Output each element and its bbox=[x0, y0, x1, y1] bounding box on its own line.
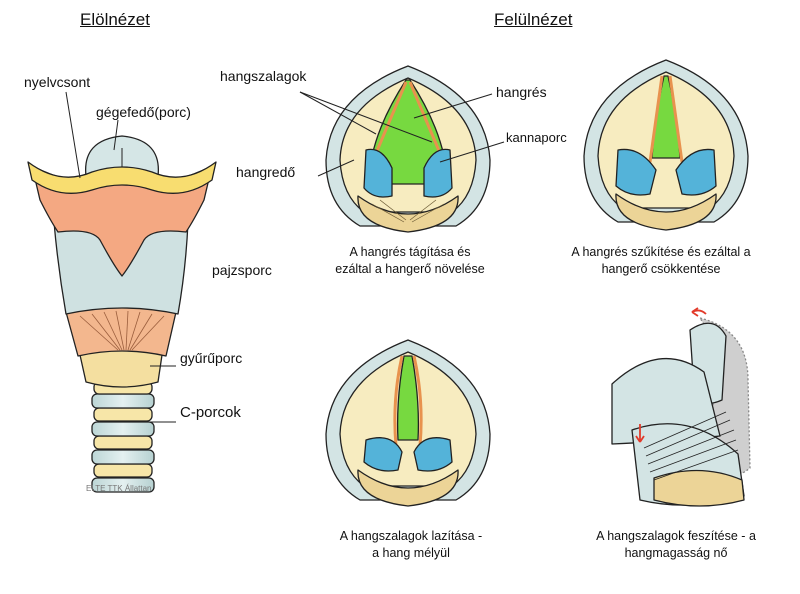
hyoid-shape bbox=[27, 161, 217, 194]
front-leader-lines bbox=[65, 91, 176, 423]
caption-tense: A hangszalagok feszítése - a hangmagassá… bbox=[566, 528, 786, 562]
label-arytenoid: kannaporc bbox=[506, 130, 567, 145]
credit-text: ELTE TTK Állattan bbox=[86, 484, 152, 493]
cricoid-shape bbox=[79, 347, 163, 388]
c-rings-shape bbox=[91, 381, 155, 493]
label-vocal-fold: hangredő bbox=[236, 164, 296, 180]
caption-widen-line1: A hangrés tágítása és bbox=[349, 245, 471, 259]
caption-relax-line2: a hang mélyül bbox=[372, 546, 450, 560]
caption-widen-line2: ezáltal a hangerő növelése bbox=[335, 262, 485, 276]
label-glottis: hangrés bbox=[496, 84, 547, 100]
label-hyoid: nyelvcsont bbox=[24, 74, 91, 90]
label-c-rings: C-porcok bbox=[180, 404, 241, 421]
top-view-widen bbox=[325, 65, 491, 233]
heading-top-view: Felülnézet bbox=[494, 10, 573, 29]
top-leader-lines bbox=[299, 91, 505, 177]
label-thyroid: pajzsporc bbox=[212, 262, 272, 278]
caption-relax: A hangszalagok lazítása - a hang mélyül bbox=[316, 528, 506, 562]
top-view-relax bbox=[325, 339, 491, 507]
muscle-fibers bbox=[79, 310, 165, 351]
label-cricoid: gyűrűporc bbox=[180, 350, 243, 366]
label-epiglottis: gégefedő(porc) bbox=[96, 104, 191, 120]
label-vocal-cords: hangszalagok bbox=[220, 68, 307, 84]
caption-narrow-line2: hangerő csökkentése bbox=[601, 262, 721, 276]
caption-widen: A hangrés tágítása és ezáltal a hangerő … bbox=[310, 244, 510, 278]
caption-narrow: A hangrés szűkítése és ezáltal a hangerő… bbox=[546, 244, 776, 278]
caption-tense-line1: A hangszalagok feszítése - a bbox=[596, 529, 756, 543]
side-view-tense bbox=[611, 307, 751, 507]
caption-narrow-line1: A hangrés szűkítése és ezáltal a bbox=[571, 245, 751, 259]
front-view-larynx bbox=[27, 135, 217, 493]
caption-tense-line2: hangmagasság nő bbox=[624, 546, 728, 560]
top-view-narrow bbox=[583, 59, 749, 231]
heading-front-view: Elölnézet bbox=[80, 10, 150, 29]
caption-relax-line1: A hangszalagok lazítása - bbox=[339, 529, 483, 543]
